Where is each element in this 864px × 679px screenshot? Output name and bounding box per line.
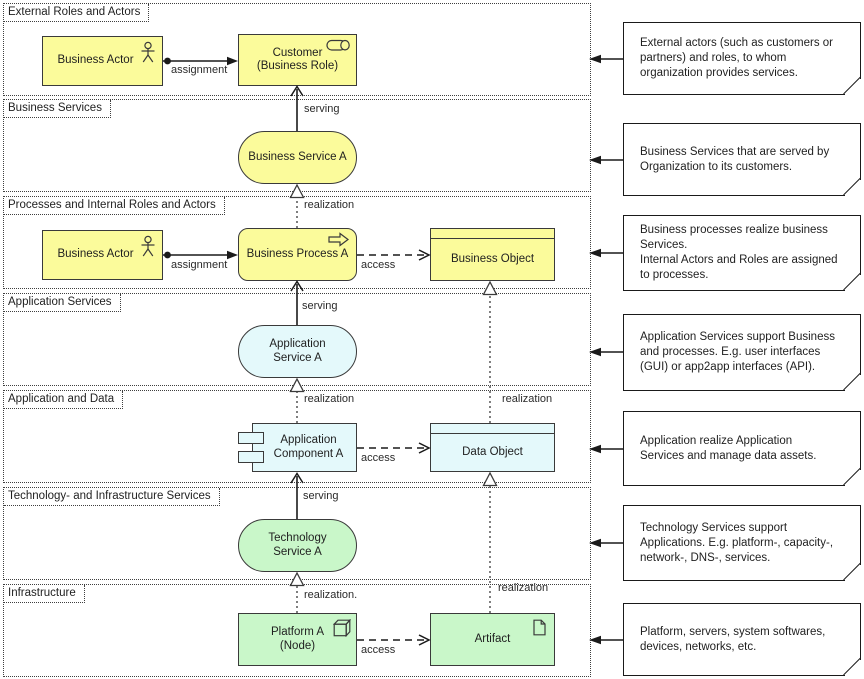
node-label: Application Component A (273, 434, 344, 460)
annotation-note-external-actors[interactable]: External actors (such as customers or pa… (623, 22, 861, 95)
annotation-note-application-data[interactable]: Application realize Application Services… (623, 411, 861, 486)
object-band (431, 229, 554, 239)
lane-label: Application Services (4, 294, 121, 312)
annotation-note-business-processes[interactable]: Business processes realize business Serv… (623, 215, 861, 291)
business-actor-node-2[interactable]: Business Actor (42, 230, 163, 280)
process-icon (328, 232, 349, 247)
component-icon (238, 432, 264, 444)
technology-service-node[interactable]: Technology Service A (238, 519, 357, 572)
node-label: Business Actor (57, 54, 134, 67)
realization-label: realization (498, 582, 549, 594)
annotation-note-application-services[interactable]: Application Services support Business an… (623, 314, 861, 391)
access-label: access (361, 452, 396, 464)
note-text: Application Services support Business an… (640, 331, 835, 373)
realization-label: realization. (304, 589, 358, 601)
note-text: Business Services that are served by Org… (640, 145, 830, 173)
realization-label: realization (304, 393, 355, 405)
annotation-note-infrastructure[interactable]: Platform, servers, system softwares, dev… (623, 603, 861, 676)
document-icon (533, 619, 546, 636)
role-icon (326, 39, 350, 51)
realization-label: realization (304, 199, 355, 211)
assignment-label: assignment (171, 64, 228, 76)
note-text: Business processes realize business Serv… (640, 224, 838, 281)
note-text: Application realize Application Services… (640, 434, 817, 462)
realization-label: realization (502, 393, 553, 405)
business-process-node[interactable]: Business Process A (238, 228, 357, 281)
node-label: Business Service A (248, 150, 347, 163)
node-label: Application Service A (269, 338, 326, 364)
lane-label: Business Services (4, 100, 111, 118)
artifact-node[interactable]: Artifact (430, 613, 555, 666)
business-service-node[interactable]: Business Service A (238, 131, 357, 184)
node-label: Customer (Business Role) (256, 46, 339, 73)
object-band (431, 424, 554, 434)
node-label: Artifact (474, 632, 511, 645)
access-label: access (361, 259, 396, 271)
access-label: access (361, 644, 396, 656)
lane-label: Application and Data (4, 391, 124, 409)
platform-node[interactable]: Platform A (Node) (238, 613, 357, 666)
customer-role-node[interactable]: Customer (Business Role) (238, 34, 357, 86)
serving-label: serving (303, 490, 339, 502)
business-actor-node-1[interactable]: Business Actor (42, 36, 163, 86)
annotation-note-business-services[interactable]: Business Services that are served by Org… (623, 123, 861, 196)
annotation-note-technology-services[interactable]: Technology Services support Applications… (623, 505, 861, 581)
actor-icon (141, 41, 155, 63)
serving-label: serving (302, 300, 338, 312)
node-label: Business Object (450, 252, 535, 265)
serving-label: serving (304, 103, 340, 115)
component-icon (238, 451, 264, 463)
note-text: Technology Services support Applications… (640, 521, 834, 564)
application-component-node[interactable]: Application Component A (238, 423, 357, 472)
lane-label: External Roles and Actors (4, 4, 150, 22)
lane-label: Processes and Internal Roles and Actors (4, 197, 225, 215)
node-label: Data Object (462, 445, 523, 458)
cube-icon (333, 619, 351, 637)
node-label: Business Process A (246, 247, 349, 260)
assignment-label: assignment (171, 259, 228, 271)
note-text: External actors (such as customers or pa… (640, 37, 834, 79)
node-label: Platform A (Node) (270, 626, 325, 652)
lane-label: Technology- and Infrastructure Services (4, 488, 220, 506)
data-object-node[interactable]: Data Object (430, 423, 555, 472)
business-object-node[interactable]: Business Object (430, 228, 555, 281)
note-text: Platform, servers, system softwares, dev… (640, 625, 826, 653)
node-label: Business Actor (57, 248, 134, 261)
application-service-node[interactable]: Application Service A (238, 325, 357, 378)
node-label: Technology Service A (268, 532, 327, 558)
actor-icon (141, 235, 155, 257)
lane-label: Infrastructure (4, 585, 85, 603)
